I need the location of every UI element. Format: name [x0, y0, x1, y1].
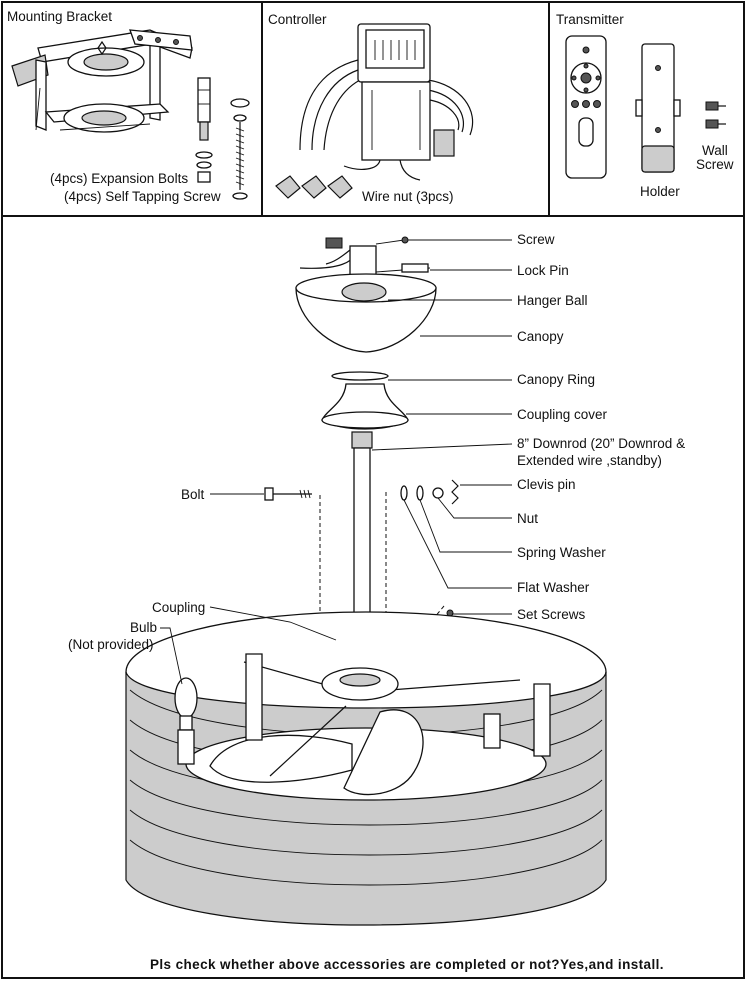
footer-note: Pls check whether above accessories are …: [150, 957, 664, 972]
wire-nut-drawing: [275, 175, 353, 199]
self-tapping-screw-label: (4pcs) Self Tapping Screw: [64, 189, 221, 204]
expansion-bolt-drawing: [195, 77, 213, 183]
bulb-label: Bulb: [130, 620, 158, 635]
holder-drawing: [635, 43, 681, 173]
downrod-label-line1: 8” Downrod (20” Downrod &: [517, 436, 686, 451]
coupling-label: Coupling: [152, 600, 206, 615]
wall-screw-drawing: [705, 101, 726, 129]
hardware-drawing: [385, 479, 459, 650]
nut-label: Nut: [517, 511, 539, 526]
panel-divider-left: [261, 1, 263, 216]
wall-screw-label-line1: Wall: [702, 143, 728, 158]
wall-screw-label-line2: Screw: [696, 157, 734, 172]
controller-drawing: [299, 23, 474, 181]
lock-pin-label: Lock Pin: [517, 263, 569, 278]
transmitter-drawing: [565, 35, 607, 179]
coupling-cover-label: Coupling cover: [517, 407, 608, 422]
mounting-bracket-title: Mounting Bracket: [7, 9, 113, 24]
wire-nut-label: Wire nut (3pcs): [362, 189, 454, 204]
transmitter-title: Transmitter: [556, 12, 624, 27]
downrod-label-line2: Extended wire ,standby): [517, 453, 662, 468]
canopy-ring-label: Canopy Ring: [517, 372, 596, 387]
self-tapping-screw-drawing: [230, 98, 250, 200]
canopy-label: Canopy: [517, 329, 564, 344]
set-screws-label: Set Screws: [517, 607, 586, 622]
expansion-bolts-label: (4pcs) Expansion Bolts: [50, 171, 189, 186]
holder-label: Holder: [640, 184, 680, 199]
clevis-pin-label: Clevis pin: [517, 477, 576, 492]
spring-washer-label: Spring Washer: [517, 545, 606, 560]
fan-cage-drawing: [125, 611, 607, 926]
leader-lines: [160, 239, 513, 685]
hanger-ball-label: Hanger Ball: [517, 293, 588, 308]
flat-washer-label: Flat Washer: [517, 580, 590, 595]
panel-divider-right: [548, 1, 550, 216]
bulb-note-label: (Not provided): [68, 637, 154, 652]
top-section-divider: [1, 215, 745, 217]
bolt-label: Bolt: [181, 487, 205, 502]
controller-title: Controller: [268, 12, 327, 27]
screw-label: Screw: [517, 232, 555, 247]
mounting-bracket-drawing: [11, 29, 193, 133]
